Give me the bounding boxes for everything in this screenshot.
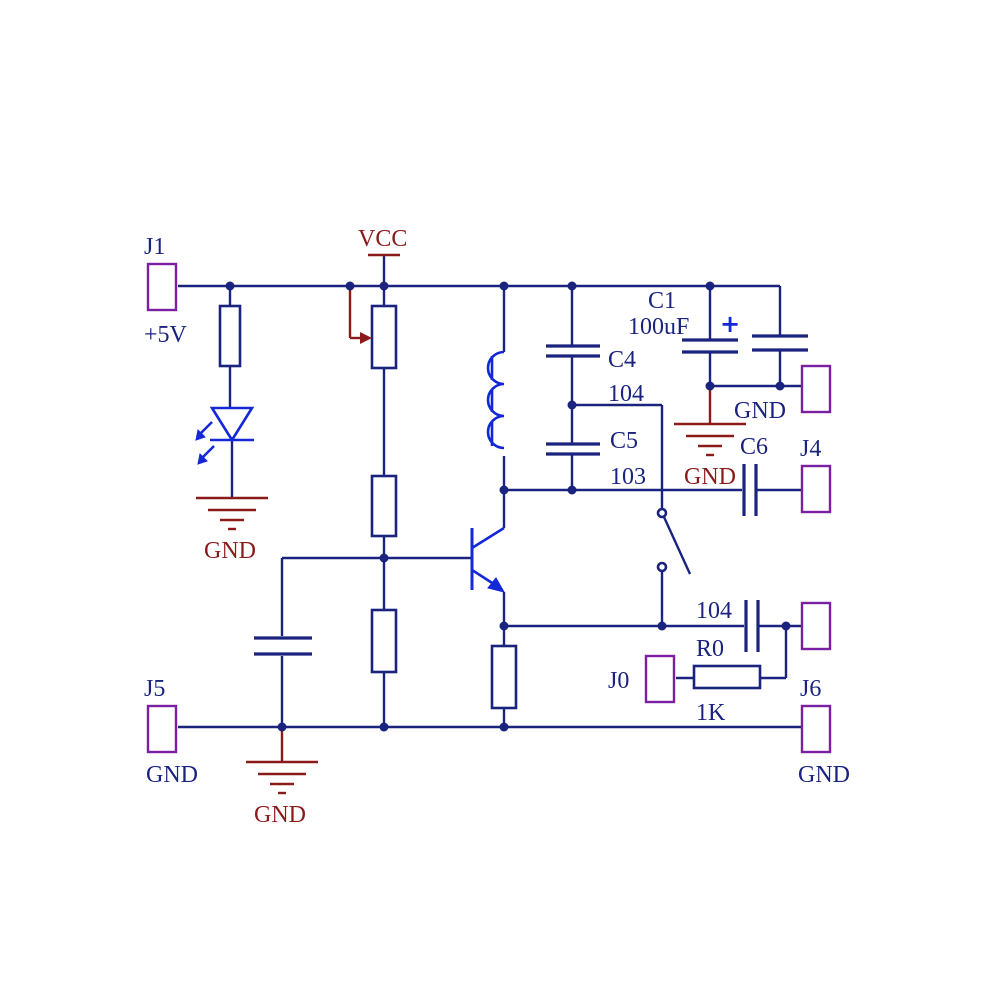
capacitor-output [744,600,760,652]
potentiometer [370,304,398,370]
label-gnd-base: GND [254,802,306,828]
connector-j0 [644,654,676,704]
emitter-arrow-icon [487,577,506,593]
light-arrow-icon [195,428,206,441]
capacitor-c1-parallel [752,334,808,352]
resistors [218,304,762,710]
label-vcc: VCC [358,226,407,252]
junction [567,485,577,495]
junction [499,485,509,495]
vcc-symbol [360,253,400,344]
light-arrow-icon [197,452,208,465]
resistor-lower [370,608,398,674]
resistor-led [218,304,242,368]
resistor-upper [370,474,398,538]
resistor-emitter [490,644,518,710]
label-5v: +5V [144,322,188,348]
ground-base [246,760,318,795]
junction [225,281,235,291]
junction [657,621,667,631]
junction [499,621,509,631]
junction [345,281,355,291]
label-c6: C6 [740,434,768,460]
junction [775,381,785,391]
ground-led [196,496,268,531]
capacitor-c6 [742,464,758,516]
npn-transistor [470,526,506,593]
junction [705,381,715,391]
ground-c1 [674,422,746,457]
label-j6-gnd: GND [798,762,850,788]
resistor-r0 [692,664,762,690]
label-j5: J5 [144,676,165,702]
labels: J1 +5V VCC GND C1 100uF + C4 104 GND C5 … [144,226,850,828]
connectors [146,262,832,754]
junction [499,722,509,732]
junction [705,281,715,291]
connector-j4 [800,464,832,514]
c1-plus-icon: + [720,310,740,338]
label-gnd-c1: GND [684,464,736,490]
label-r0: R0 [696,636,724,662]
junction [567,400,577,410]
led [195,406,255,465]
connector-j5 [146,704,178,754]
label-gnd-led: GND [204,538,256,564]
label-gnd-connector: GND [734,398,786,424]
label-c5: C5 [610,428,638,454]
label-j0: J0 [608,668,629,694]
capacitor-c4 [546,344,600,358]
junction [567,281,577,291]
label-j4: J4 [800,436,821,462]
junction [379,722,389,732]
capacitor-c5 [546,442,600,456]
connector-j6 [800,704,832,754]
capacitor-c1 [682,338,738,354]
label-output-cap-value: 104 [696,598,732,624]
wiper-arrow-icon [360,332,372,344]
junction [499,281,509,291]
switch [656,507,692,575]
label-j1: J1 [144,234,165,260]
label-c1: C1 [648,288,676,314]
junction [277,722,287,732]
junction [379,553,389,563]
label-j6: J6 [800,676,821,702]
label-r0-value: 1K [696,700,726,726]
junction [379,281,389,291]
junction-dots [225,281,791,732]
connector-j1 [146,262,178,312]
junction [781,621,791,631]
label-c5-value: 103 [610,464,646,490]
connector-out [800,601,832,651]
capacitor-base [254,636,312,656]
label-c4: C4 [608,347,636,373]
connector-gnd [800,364,832,414]
label-c4-value: 104 [608,381,644,407]
label-j5-gnd: GND [146,762,198,788]
label-c1-value: 100uF [628,314,689,340]
inductor [486,350,505,450]
